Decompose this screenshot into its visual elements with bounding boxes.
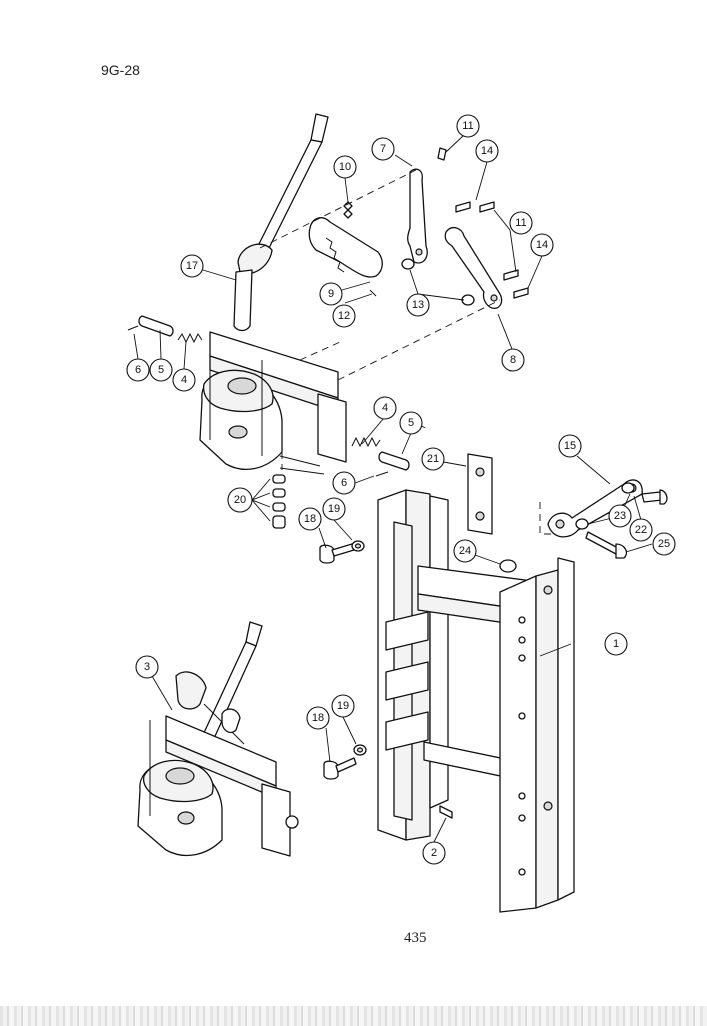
main-frame: [377, 489, 575, 913]
callout-5-right: 5: [399, 411, 423, 435]
callout-7: 7: [371, 137, 395, 161]
callout-8: 8: [501, 348, 525, 372]
callout-21: 21: [421, 447, 445, 471]
svg-text:2: 2: [431, 847, 437, 859]
svg-text:8: 8: [510, 354, 516, 366]
plug-stack: [272, 474, 286, 529]
svg-text:4: 4: [181, 374, 187, 386]
plate: [467, 453, 493, 535]
callout-17: 17: [180, 254, 204, 278]
svg-text:18: 18: [304, 513, 316, 525]
callout-2: 2: [422, 841, 446, 865]
svg-text:14: 14: [536, 239, 548, 251]
callout-4-right: 4: [373, 396, 397, 420]
svg-text:25: 25: [658, 538, 670, 550]
svg-text:3: 3: [144, 661, 150, 673]
callout-4-left: 4: [172, 368, 196, 392]
svg-text:10: 10: [339, 161, 351, 173]
lever-linkage: [308, 147, 529, 309]
callout-12: 12: [332, 304, 356, 328]
callout-11-mid: 11: [509, 211, 533, 235]
callout-25: 25: [652, 532, 676, 556]
callout-6-left: 6: [126, 358, 150, 382]
link-assembly: [539, 479, 668, 559]
page-number: 435: [404, 930, 427, 946]
alignment-lines: [259, 169, 501, 470]
callout-6-right: 6: [332, 471, 356, 495]
svg-text:6: 6: [135, 364, 141, 376]
pin-group-left: [127, 315, 203, 344]
callout-14-right: 14: [530, 233, 554, 257]
svg-text:19: 19: [337, 700, 349, 712]
svg-text:22: 22: [635, 524, 647, 536]
svg-text:17: 17: [186, 260, 198, 272]
svg-text:15: 15: [564, 440, 576, 452]
callout-15: 15: [558, 434, 582, 458]
svg-text:11: 11: [515, 217, 526, 229]
svg-text:4: 4: [382, 402, 388, 414]
svg-text:13: 13: [412, 299, 424, 311]
svg-text:12: 12: [338, 310, 350, 322]
bolt-washer-lower: [323, 744, 367, 780]
callout-18-upper: 18: [298, 507, 322, 531]
callout-18-lower: 18: [306, 706, 330, 730]
callout-11-top: 11: [456, 114, 480, 138]
svg-text:5: 5: [158, 364, 164, 376]
page-id: 9G-28: [101, 62, 140, 78]
callout-3: 3: [135, 655, 159, 679]
svg-text:18: 18: [312, 712, 324, 724]
callout-9: 9: [319, 282, 343, 306]
callout-14-top: 14: [475, 139, 499, 163]
svg-text:9: 9: [328, 288, 334, 300]
pin-group-right: [351, 436, 410, 477]
callout-10: 10: [333, 155, 357, 179]
svg-text:6: 6: [341, 477, 347, 489]
callout-19-lower: 19: [331, 694, 355, 718]
callout-22: 22: [629, 518, 653, 542]
bolt-washer-upper: [319, 540, 517, 573]
svg-text:23: 23: [614, 510, 626, 522]
callout-5-left: 5: [149, 358, 173, 382]
callout-23: 23: [608, 504, 632, 528]
svg-text:5: 5: [408, 417, 414, 429]
callout-24: 24: [453, 539, 477, 563]
callout-13: 13: [406, 293, 430, 317]
callout-19-upper: 19: [322, 497, 346, 521]
svg-text:11: 11: [462, 120, 473, 132]
hitch-block-upper: [199, 331, 347, 475]
assembled-hitch: [137, 621, 299, 857]
callout-20: 20: [227, 487, 253, 513]
svg-text:21: 21: [427, 453, 439, 465]
svg-text:19: 19: [328, 503, 340, 515]
callout-1: 1: [604, 632, 628, 656]
svg-text:1: 1: [613, 638, 619, 650]
scan-edge: [0, 1006, 707, 1026]
svg-text:20: 20: [234, 494, 246, 506]
svg-text:7: 7: [380, 143, 386, 155]
svg-text:24: 24: [459, 545, 471, 557]
hitch-lever-handle: [233, 113, 329, 332]
svg-text:14: 14: [481, 145, 493, 157]
